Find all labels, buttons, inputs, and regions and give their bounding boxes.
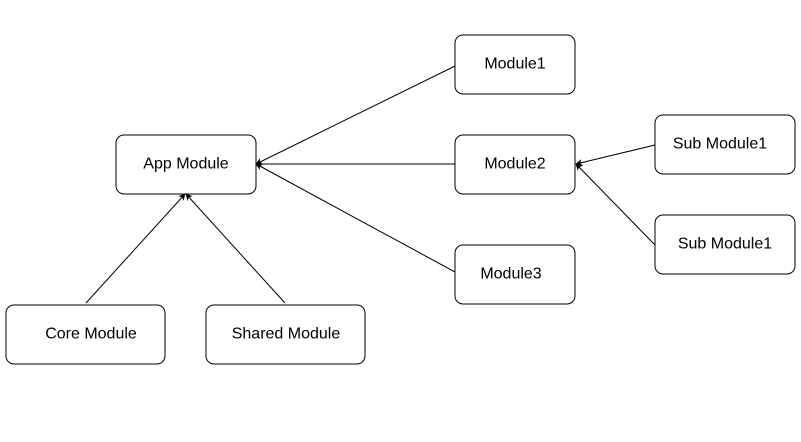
node-module3: Module3: [454, 244, 576, 305]
node-shared-module-label: Shared Module: [232, 326, 341, 343]
node-sub-module-b-label: Sub Module1: [678, 236, 772, 253]
node-core-module-label: Core Module: [45, 326, 137, 343]
node-module2: Module2: [454, 134, 576, 195]
node-module1-label: Module1: [484, 56, 545, 73]
node-module3-label: Module3: [480, 266, 541, 283]
edge-shared-module-to-app-module: [185, 193, 286, 304]
edges: [85, 65, 656, 304]
edge-sub-module-a-to-module2: [575, 144, 656, 166]
node-app-module: App Module: [115, 134, 257, 195]
node-module2-label: Module2: [484, 156, 545, 173]
node-sub-module-b: Sub Module1: [654, 214, 796, 275]
node-module1: Module1: [454, 34, 576, 95]
node-core-module: Core Module: [5, 304, 166, 365]
node-sub-module-a-label: Sub Module1: [673, 136, 767, 153]
node-shared-module: Shared Module: [205, 304, 366, 365]
node-sub-module-a: Sub Module1: [654, 114, 796, 175]
edge-core-module-to-app-module: [85, 193, 186, 304]
edge-module3-to-app-module: [255, 163, 456, 273]
node-app-module-label: App Module: [143, 156, 228, 173]
edge-sub-module-b-to-module2: [575, 163, 656, 246]
edge-module1-to-app-module: [255, 65, 456, 165]
